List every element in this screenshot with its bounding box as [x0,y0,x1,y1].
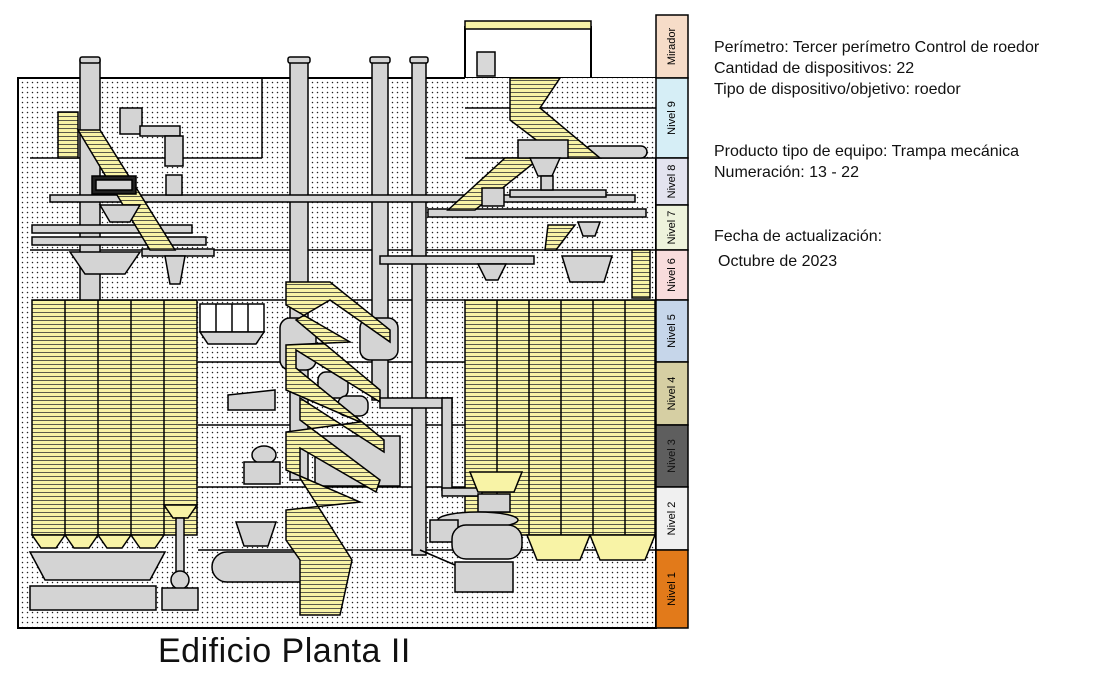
level-label: Nivel 6 [666,258,678,292]
level-label: Nivel 9 [666,101,678,135]
equipment-value: Trampa mecánica [891,143,1020,160]
info-block-equipment: Producto tipo de equipo: Trampa mecánica… [714,141,1019,183]
update-value: Octubre de 2023 [718,253,838,270]
info-block-perimeter: Perímetro: Tercer perímetro Control de r… [714,37,1039,100]
numbering-line: Numeración: 13 - 22 [714,162,1019,183]
level-label: Nivel 3 [666,439,678,473]
device-type-label: Tipo de dispositivo/objetivo: [714,81,910,98]
right-upper-machinery [446,77,651,299]
equipment-line: Producto tipo de equipo: Trampa mecánica [714,141,1019,162]
level-label: Nivel 2 [666,502,678,536]
equipment-label: Producto tipo de equipo: [714,143,888,160]
numbering-value: 13 - 22 [809,164,859,181]
perimeter-label: Perímetro: [714,39,789,56]
level-label: Mirador [666,28,678,66]
level-label: Nivel 5 [666,314,678,348]
perimeter-line: Perímetro: Tercer perímetro Control de r… [714,37,1039,58]
info-block-update: Fecha de actualización: Octubre de 2023 [714,226,882,272]
level-band [655,549,689,629]
level-label: Nivel 4 [666,377,678,411]
level-band [655,249,689,301]
level-band [655,424,689,488]
device-count-line: Cantidad de dispositivos: 22 [714,58,1039,79]
left-silos [28,299,199,611]
device-type-value: roedor [914,81,961,98]
level-label: Nivel 1 [666,572,678,606]
conveyors [31,145,648,265]
right-lower-machinery [379,397,524,593]
device-type-line: Tipo de dispositivo/objetivo: roedor [714,79,1039,100]
diagram-caption: Edificio Planta II [158,632,411,670]
level-band [655,157,689,206]
right-silos [464,299,657,561]
level-label: Nivel 8 [666,165,678,199]
left-upper-machinery [57,107,186,285]
perimeter-value: Tercer perímetro Control de roedor [792,39,1040,56]
spiral-chute [285,281,391,616]
device-count-label: Cantidad de dispositivos: [714,60,892,77]
numbering-label: Numeración: [714,164,805,181]
device-count-value: 22 [896,60,915,77]
level-label: Nivel 7 [666,211,678,245]
level-band [655,486,689,551]
update-label: Fecha de actualización: [714,228,883,245]
